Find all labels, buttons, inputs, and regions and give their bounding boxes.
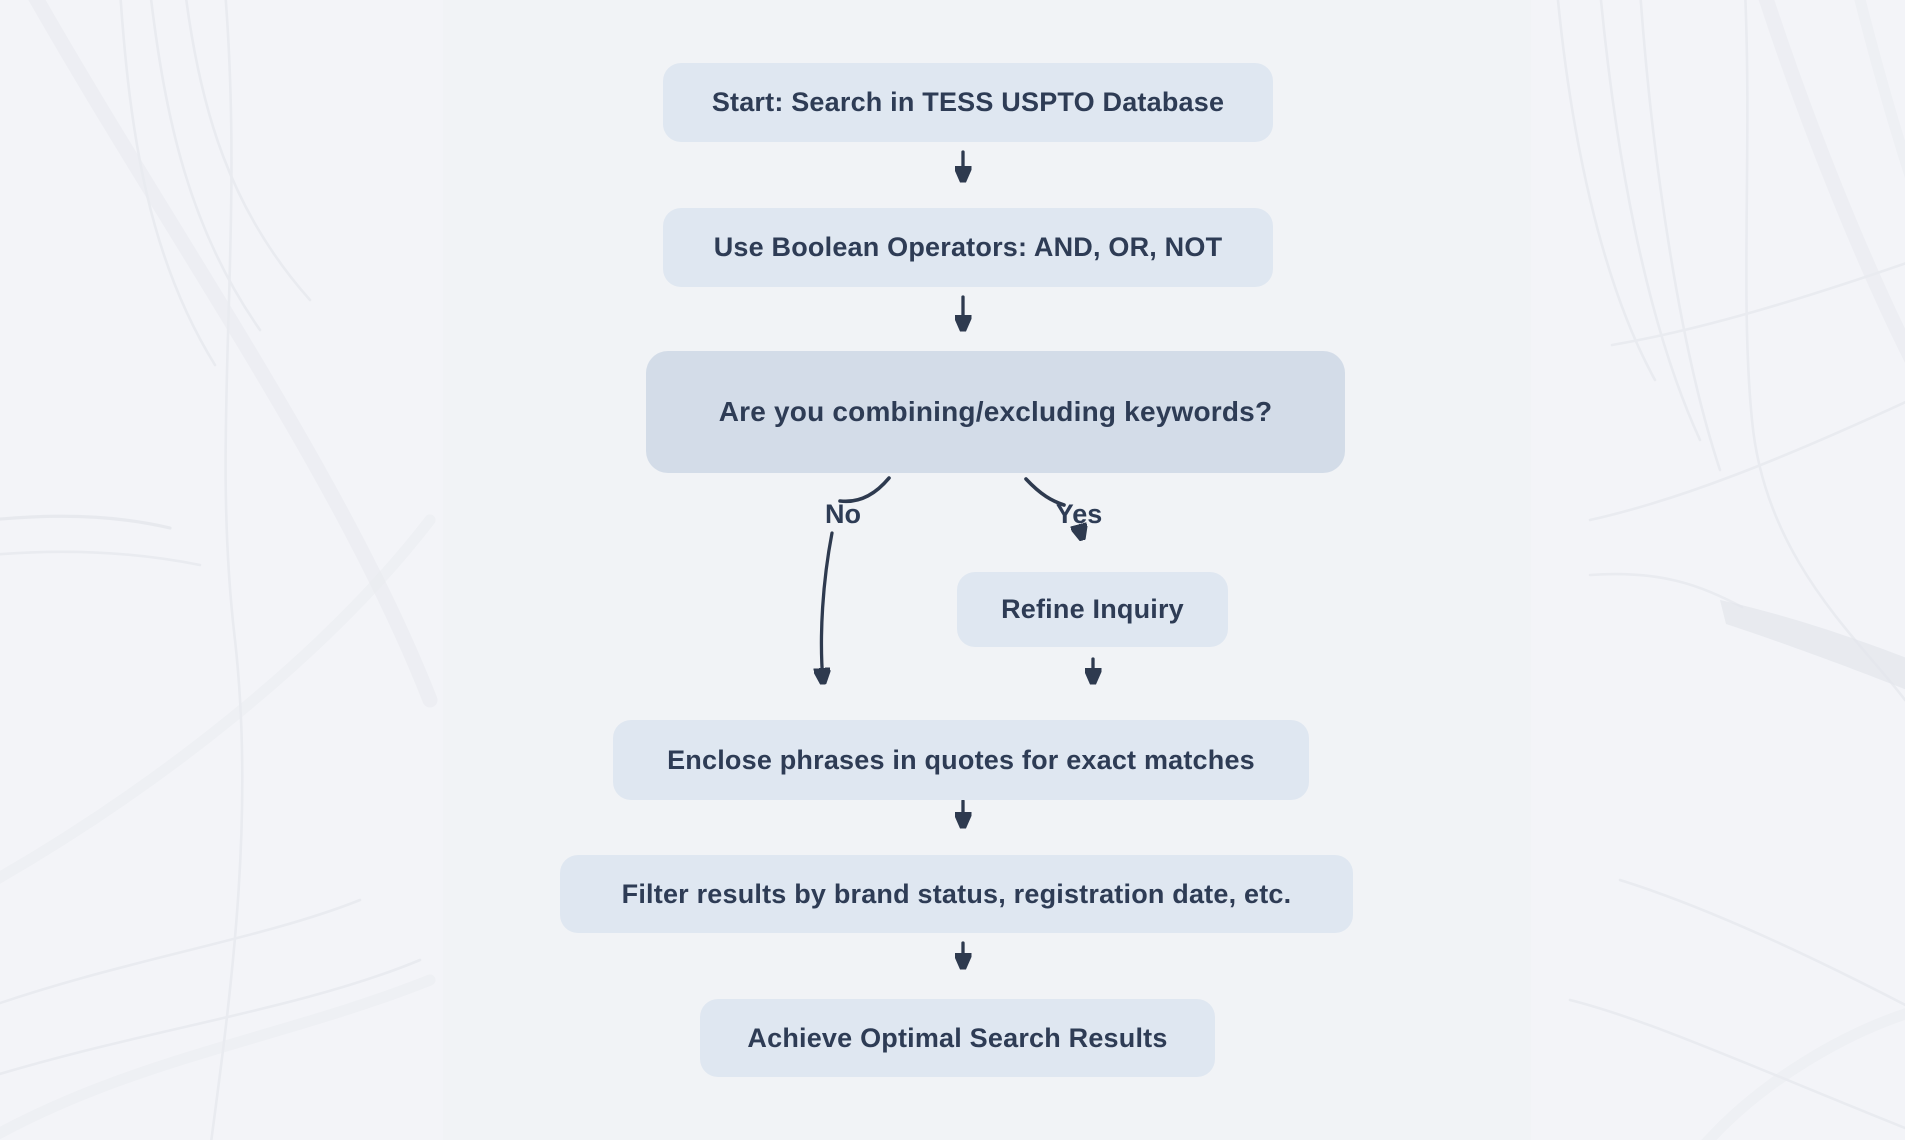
node-start-label: Start: Search in TESS USPTO Database	[711, 87, 1225, 117]
node-start: Start: Search in TESS USPTO Database	[663, 63, 1273, 142]
arrow-yes-to-refine	[1079, 527, 1082, 538]
node-boolean-operators: Use Boolean Operators: AND, OR, NOT	[663, 208, 1273, 287]
connector-hook-yes	[1024, 477, 1066, 507]
node-refine-inquiry-label: Refine Inquiry	[1001, 594, 1184, 624]
node-enclose-phrases: Enclose phrases in quotes for exact matc…	[613, 720, 1309, 800]
node-filter-results-label: Filter results by brand status, registra…	[621, 878, 1292, 909]
node-filter-results: Filter results by brand status, registra…	[560, 855, 1353, 933]
edge-label-yes: Yes	[1055, 499, 1103, 529]
connector-hook-no	[838, 476, 891, 504]
arrow-no-to-enclose	[821, 531, 834, 682]
node-refine-inquiry: Refine Inquiry	[957, 572, 1228, 647]
node-boolean-operators-label: Use Boolean Operators: AND, OR, NOT	[713, 232, 1223, 262]
node-combining-keywords-decision: Are you combining/excluding keywords?	[646, 351, 1345, 473]
node-achieve-results-label: Achieve Optimal Search Results	[747, 1022, 1168, 1053]
node-combining-keywords-label: Are you combining/excluding keywords?	[718, 396, 1273, 427]
node-enclose-phrases-label: Enclose phrases in quotes for exact matc…	[667, 744, 1255, 775]
background-center-band	[443, 0, 1531, 1140]
edge-label-no: No	[825, 499, 861, 529]
node-achieve-results: Achieve Optimal Search Results	[700, 999, 1215, 1077]
